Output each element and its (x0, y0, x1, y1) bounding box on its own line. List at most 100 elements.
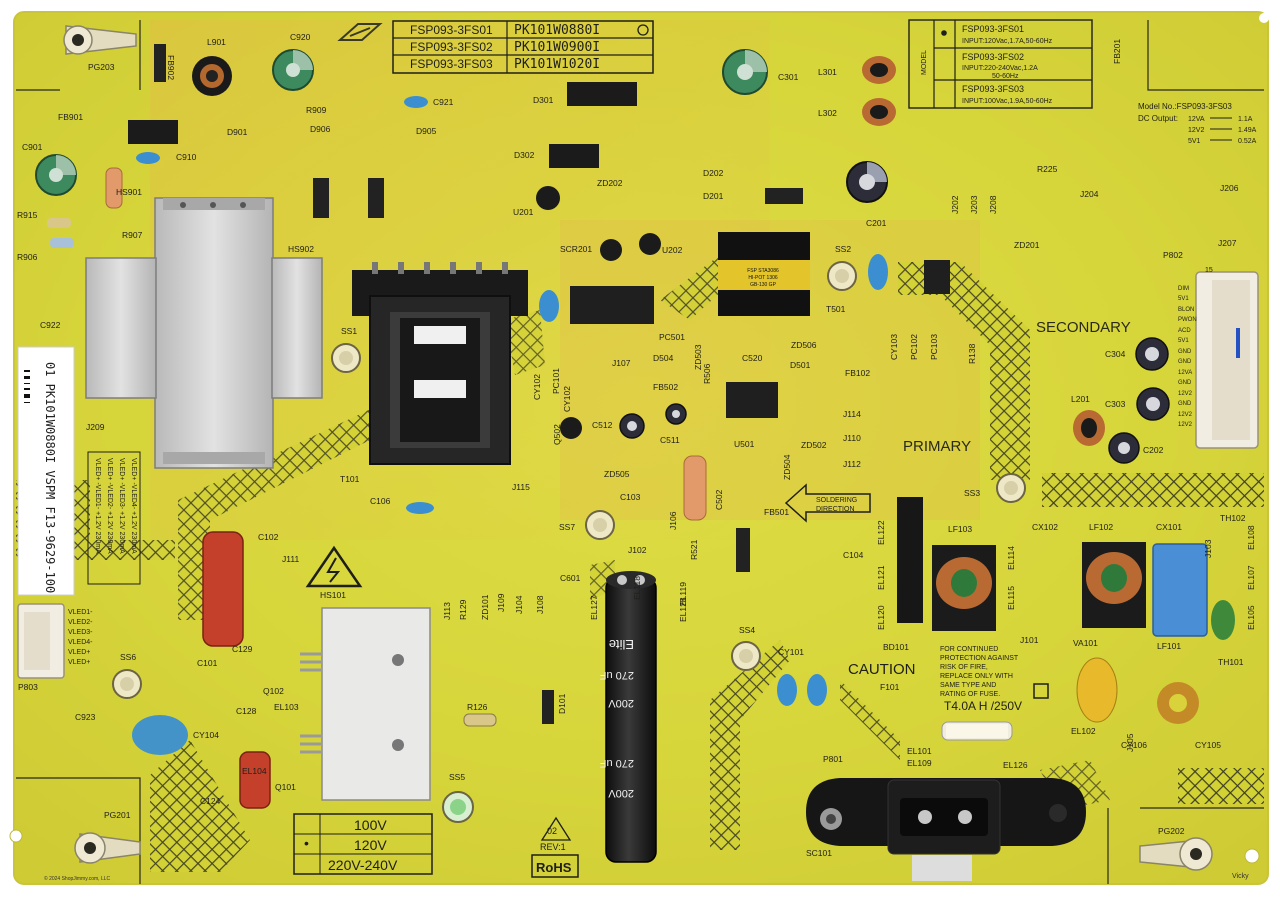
pin-label: 5V1 (1178, 296, 1189, 302)
rev-number: 02 (547, 826, 557, 836)
dc-output-label: DC Output: (1138, 114, 1178, 123)
side-sticker: 01 PK101W0880I VSPM F13-9629-100 (17, 346, 75, 596)
rohs-mark: RoHS (531, 854, 579, 878)
designator-cy106: CY106 (1121, 740, 1147, 750)
vled-label: VLED1- (68, 609, 93, 616)
output-current: 0.52A (1238, 138, 1257, 145)
designator-pg202: PG202 (1158, 826, 1185, 836)
output-rail: 12V2 (1188, 127, 1204, 134)
designator-zd201: ZD201 (1014, 240, 1040, 250)
model-cell: FSP093-3FS02 (410, 40, 493, 54)
fsp-logo-icon (337, 23, 383, 41)
designator-fb901: FB901 (58, 112, 83, 122)
designator-cy104: CY104 (193, 730, 219, 740)
designator-fb201: FB201 (1112, 39, 1122, 64)
designator-r126: R126 (467, 702, 488, 712)
heatsink-hs902 (85, 257, 323, 399)
designator-t101: T101 (340, 474, 360, 484)
vled-label: VLED+ (68, 659, 90, 666)
heatsink-hs901 (154, 197, 274, 469)
designator-u501: U501 (734, 439, 755, 449)
designator-el102: EL102 (1071, 726, 1096, 736)
caution-line: RATING OF FUSE. (940, 691, 1000, 698)
model-cell: FSP093-3FS02 (962, 52, 1024, 62)
designator-cy103: CY103 (889, 334, 899, 360)
designator-th102: TH102 (1220, 513, 1246, 523)
designator-pg203: PG203 (88, 62, 115, 72)
designator-l301: L301 (818, 67, 837, 77)
ground-lug-pg202 (1139, 837, 1213, 871)
copyright: © 2024 ShopJimmy.com, LLC (44, 875, 111, 882)
designator-el121: EL121 (876, 565, 886, 590)
designator-pc501: PC501 (659, 332, 685, 342)
designator-ss4: SS4 (739, 625, 755, 635)
part-cell: PK101W0880I (514, 23, 600, 38)
designator-r906: R906 (17, 252, 38, 262)
designator-j101: J101 (1020, 635, 1039, 645)
rohs-text: RoHS (536, 860, 572, 875)
electrolytic-capacitors (35, 49, 1170, 464)
cap-value: 270 uF (599, 669, 634, 681)
pin-label: 12V2 (1178, 412, 1193, 418)
designator-c601: C601 (560, 573, 581, 583)
inductors (192, 56, 1199, 724)
caution-line: SAME TYPE AND (940, 682, 996, 689)
designator-fb902: FB902 (166, 55, 176, 80)
model-cell: FSP093-3FS01 (410, 23, 493, 37)
vled-label: VLED2- (68, 619, 93, 626)
designator-el128: EL128 (678, 597, 688, 622)
mounting-lugs (9, 13, 1269, 871)
designator-r138: R138 (967, 343, 977, 364)
designator-cy102: CY102 (532, 374, 542, 400)
part-cell: PK101W1020I (514, 57, 600, 72)
designator-ss3: SS3 (964, 488, 980, 498)
designator-zd502: ZD502 (801, 440, 827, 450)
designator-c129: C129 (232, 644, 253, 654)
designator-pc103: PC103 (929, 334, 939, 360)
transformer-t101 (352, 262, 528, 465)
pin-label: PWON (1178, 317, 1197, 323)
connector-p802 (1195, 271, 1259, 449)
designator-c103: C103 (620, 492, 641, 502)
revision-mark: 02 REV:1 (540, 816, 572, 852)
output-rail: 5V1 (1188, 138, 1201, 145)
caution-line: REPLACE ONLY WITH (940, 673, 1013, 680)
designator-c921: C921 (433, 97, 454, 107)
designator-ss1: SS1 (341, 326, 357, 336)
designator-q102: Q102 (263, 686, 284, 696)
voltage-table: • 100V 120V 220V-240V (293, 813, 433, 875)
check-icon (637, 24, 649, 36)
primary-label: PRIMARY (903, 438, 971, 455)
voltage-option: 120V (354, 837, 387, 853)
transformer-label: HI-POT 1306 (748, 275, 778, 281)
pin-label: GND (1178, 359, 1192, 365)
caution-block: CAUTION FOR CONTINUED PROTECTION AGAINST… (848, 646, 1049, 713)
designator-j104: J104 (514, 595, 524, 614)
pin-label: GND (1178, 380, 1192, 386)
transformer-label: GB-130 GP (750, 282, 777, 288)
pin-label: BLON (1178, 307, 1194, 313)
designator-c901: C901 (22, 142, 43, 152)
vled-label: VLED3- (68, 629, 93, 636)
designator-j207: J207 (1218, 238, 1237, 248)
designator-el104: EL104 (242, 766, 267, 776)
vled-label: VLED4- (68, 639, 93, 646)
designator-c304: C304 (1105, 349, 1126, 359)
designator-lf101: LF101 (1157, 641, 1181, 651)
designator-c511: C511 (660, 435, 680, 445)
designator-va101: VA101 (1073, 638, 1098, 648)
designator-fb501: FB501 (764, 507, 789, 517)
selected-dot-icon (941, 30, 947, 36)
designator-u202: U202 (662, 245, 683, 255)
designator-j115: J115 (512, 482, 530, 492)
pin-label: 12V2 (1178, 422, 1193, 428)
designator-c201: C201 (866, 218, 887, 228)
designator-l201: L201 (1071, 394, 1090, 404)
designator-el115: EL115 (1006, 586, 1016, 610)
model-cell: FSP093-3FS03 (962, 84, 1024, 94)
connector-number: 15 (1205, 267, 1213, 274)
designator-r225: R225 (1037, 164, 1058, 174)
designator-c124: C124 (200, 796, 221, 806)
secondary-label: SECONDARY (1036, 319, 1131, 336)
